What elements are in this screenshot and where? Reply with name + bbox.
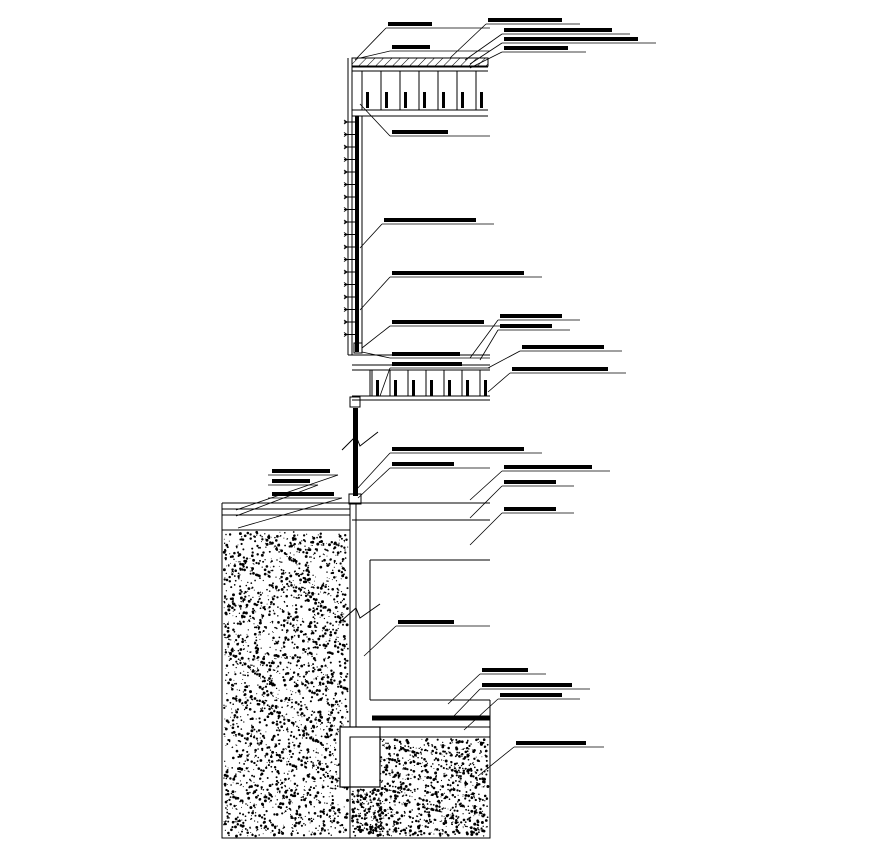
annotation-label-mark (516, 741, 586, 745)
soil-left (221, 529, 351, 839)
annotation-label-mark (522, 345, 604, 349)
base-note-2 (357, 462, 490, 499)
roof-note-3 (449, 18, 580, 59)
annotation-label-mark (392, 271, 524, 275)
annotation-label-mark (504, 28, 612, 32)
floor-slab (348, 354, 490, 408)
wall-note-4 (361, 320, 502, 349)
annotation-label-mark (504, 507, 556, 511)
annotation-label-mark (272, 492, 334, 496)
roof-note-2 (359, 45, 490, 59)
annotation-label-mark (392, 462, 454, 466)
annotation-label-mark (392, 352, 460, 356)
annotation-label-mark (388, 22, 432, 26)
roof-joists (361, 71, 483, 110)
wall-note-1 (359, 103, 490, 137)
footing-note-1 (363, 620, 490, 657)
base-note-6 (469, 465, 610, 501)
annotation-label-mark (384, 218, 476, 222)
footing-note-3 (451, 683, 590, 719)
annotation-label-mark (504, 465, 592, 469)
annotation-label-mark (392, 362, 462, 366)
annotation-label-mark (392, 130, 448, 134)
annotation-label-mark (512, 367, 608, 371)
annotation-label-mark (392, 447, 524, 451)
floor-note-1 (469, 314, 580, 359)
annotation-layer (235, 18, 656, 777)
footing-note-2 (447, 668, 546, 705)
foundation (339, 504, 491, 838)
wall-note-2 (359, 218, 494, 249)
base-note-4 (235, 479, 319, 517)
annotation-label-mark (488, 18, 562, 22)
floor-joists (371, 370, 487, 396)
floor-note-3 (487, 345, 622, 369)
roof-note-1 (354, 22, 490, 61)
base-note-7 (469, 480, 574, 519)
roof-note-4 (464, 28, 630, 61)
annotation-label-mark (504, 480, 556, 484)
soil-right (349, 736, 491, 839)
wall-anchor-row (343, 119, 355, 337)
roof-note-6 (469, 46, 586, 69)
wall-note-3 (359, 271, 542, 311)
base-note-1 (355, 447, 542, 491)
base-note-8 (469, 507, 574, 546)
annotation-label-mark (398, 620, 454, 624)
annotation-label-mark (482, 668, 528, 672)
wall-note-5 (361, 351, 490, 359)
annotation-label-mark (500, 324, 552, 328)
floor-note-4 (487, 367, 626, 393)
annotation-label-mark (500, 693, 562, 697)
annotation-label-mark (500, 314, 562, 318)
annotation-label-mark (272, 469, 330, 473)
footing-note-5 (477, 741, 604, 777)
upper-wall (343, 58, 363, 355)
annotation-label-mark (392, 45, 430, 49)
roof-slab (351, 57, 489, 117)
roof-note-5 (469, 37, 656, 65)
footing-note-4 (463, 693, 580, 731)
base-note-5 (237, 492, 343, 529)
annotation-label-mark (504, 46, 568, 50)
annotation-label-mark (272, 479, 310, 483)
lower-wall (341, 408, 379, 505)
annotation-label-mark (482, 683, 572, 687)
floor-note-5 (379, 362, 490, 397)
annotation-label-mark (392, 320, 484, 324)
annotation-label-mark (504, 37, 638, 41)
floor-note-2 (479, 324, 570, 361)
